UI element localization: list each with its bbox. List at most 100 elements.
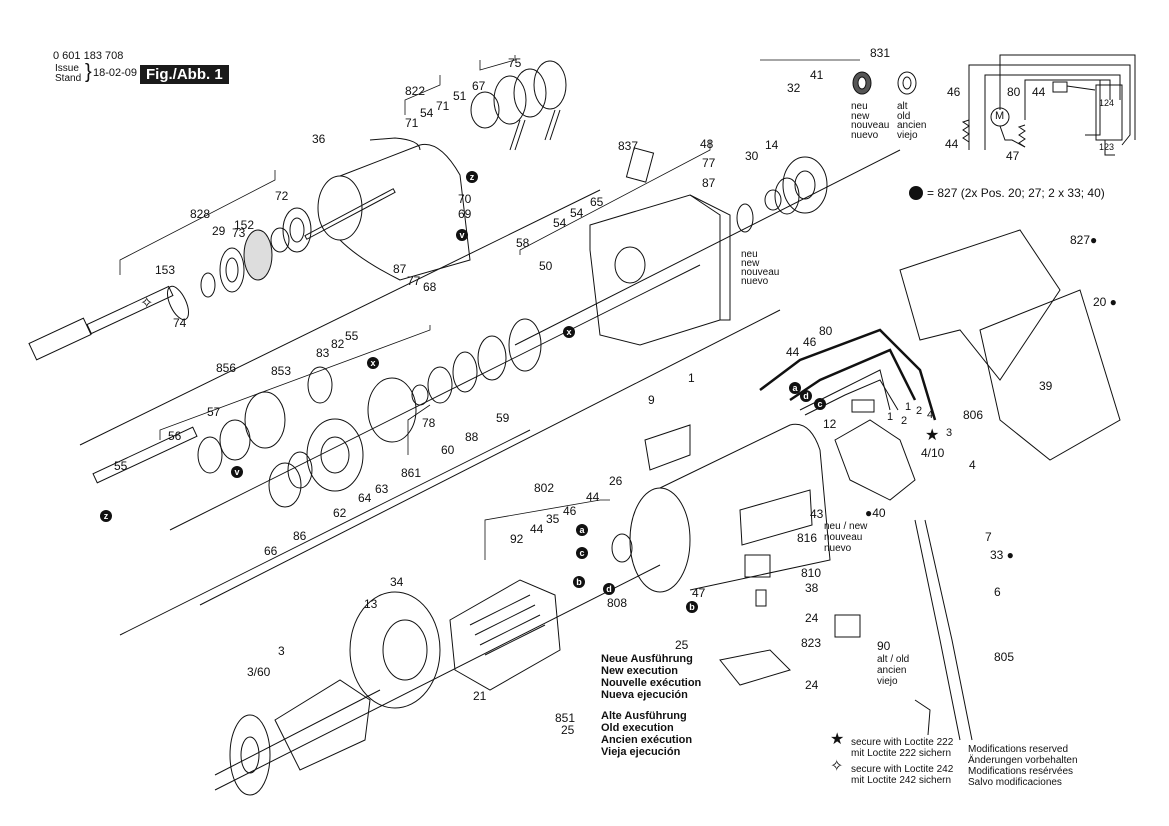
callout-837: 837 — [618, 139, 639, 153]
part-number: 0 601 183 708 — [53, 50, 124, 62]
callout-80: 80 — [819, 324, 833, 338]
loctite-242-note: secure with Loctite 242 mit Loctite 242 … — [851, 764, 954, 786]
marker-b: b — [573, 576, 585, 588]
callout-6: 6 — [994, 585, 1001, 599]
callout-29: 29 — [212, 224, 226, 238]
marker-z: z — [466, 171, 478, 183]
callout-24: 24 — [805, 678, 819, 692]
callout-36: 36 — [312, 132, 326, 146]
spindle-part — [28, 207, 312, 361]
callout-51: 51 — [453, 89, 467, 103]
callout-35: 35 — [546, 512, 560, 526]
housing-new-note: neu new nouveau nuevo — [741, 249, 780, 287]
callout-802: 802 — [534, 481, 555, 495]
callout-831: 831 — [870, 46, 891, 60]
issue-date: 18-02-09 — [93, 67, 138, 79]
boundary-line — [79, 189, 601, 446]
loctite-222-note: secure with Loctite 222 mit Loctite 222 … — [851, 737, 954, 759]
callout-43: 43 — [810, 507, 824, 521]
loctite-242-diamond-icon: ✧ — [830, 758, 844, 775]
seal-new-note: neu new nouveau nuevo — [851, 101, 890, 141]
callout-83: 83 — [316, 346, 330, 360]
handle-part — [899, 229, 1121, 461]
callout-4-10: 4/10 — [921, 446, 945, 460]
issue-label: Issue — [55, 63, 79, 74]
callout-806: 806 — [963, 408, 984, 422]
callout-67: 67 — [472, 79, 486, 93]
callout-71: 71 — [436, 99, 450, 113]
schematic-46: 46 — [947, 85, 961, 99]
motor-housing-837-part — [589, 147, 731, 346]
callout-92: 92 — [510, 532, 524, 546]
callout-64: 64 — [358, 491, 372, 505]
callout-861: 861 — [401, 466, 422, 480]
callout-55: 55 — [345, 329, 359, 343]
armature-part — [214, 679, 381, 796]
callout-66: 66 — [264, 544, 278, 558]
modifications-note: Modifications reserved Änderungen vorbeh… — [968, 744, 1078, 788]
callout-44: 44 — [786, 345, 800, 359]
marker-z: z — [100, 510, 112, 522]
callout-55: 55 — [114, 459, 128, 473]
callout-87: 87 — [393, 262, 407, 276]
callout-46: 46 — [563, 504, 577, 518]
wire-bundle-thin-part — [799, 369, 899, 416]
stator-housing-part — [611, 423, 831, 593]
callout-82: 82 — [331, 337, 345, 351]
callout-24: 24 — [805, 611, 819, 625]
callout-77: 77 — [407, 274, 421, 288]
field-coil-part — [449, 579, 561, 691]
schematic-44: 44 — [945, 137, 959, 151]
callout-68: 68 — [423, 280, 437, 294]
wire-terminal-2: 2 — [916, 405, 923, 417]
marker-c: c — [576, 547, 588, 559]
loctite-222-icon: ★ — [925, 427, 940, 444]
callout-44: 44 — [530, 522, 544, 536]
fan-baffle-part — [349, 591, 441, 709]
callout-72: 72 — [275, 189, 289, 203]
brush-holder-part — [719, 554, 861, 686]
wire-terminal-3: 3 — [946, 427, 953, 439]
callout-3-60: 3/60 — [247, 665, 271, 679]
callout-851: 851 — [555, 711, 576, 725]
callout-856: 856 — [216, 361, 237, 375]
callout-7: 7 — [985, 530, 992, 544]
callout-90: 90 — [877, 639, 891, 653]
issue-brace: } — [85, 61, 92, 83]
callout-33: 33 ● — [990, 548, 1014, 562]
callout-810: 810 — [801, 566, 822, 580]
callout-816: 816 — [797, 531, 818, 545]
callout-808: 808 — [607, 596, 628, 610]
callout-86: 86 — [293, 529, 307, 543]
callout-73: 73 — [232, 226, 246, 240]
marker-b: b — [686, 601, 698, 613]
seal-icons — [852, 71, 917, 95]
callout-46: 46 — [803, 335, 817, 349]
callout-805: 805 — [994, 650, 1015, 664]
callout-153: 153 — [155, 263, 176, 277]
callout-54: 54 — [420, 106, 434, 120]
callout-60: 60 — [441, 443, 455, 457]
callout-leaders — [119, 55, 860, 560]
wire-terminal-1: 1 — [905, 401, 912, 413]
callout-828: 828 — [190, 207, 211, 221]
callout-25: 25 — [561, 723, 575, 737]
callout-87: 87 — [702, 176, 716, 190]
figure-label: Fig./Abb. 1 — [140, 65, 229, 84]
callout-71: 71 — [405, 116, 419, 130]
loctite-222-star-icon: ★ — [830, 731, 845, 748]
callout-39: 39 — [1039, 379, 1053, 393]
label-new-note: neu / new nouveau nuevo — [824, 521, 868, 554]
callout-57: 57 — [207, 405, 221, 419]
loctite-242-icon: ✧ — [140, 295, 154, 312]
callout-827: 827● — [1070, 233, 1098, 247]
callout-41: 41 — [810, 68, 824, 82]
wire-terminal-1: 1 — [887, 411, 894, 423]
callout-9: 9 — [648, 393, 655, 407]
schematic-80: 80 — [1007, 85, 1021, 99]
callout-40: ●40 — [865, 506, 886, 520]
old-execution-note: Alte Ausführung Old execution Ancien exé… — [601, 710, 693, 758]
marker-x: x — [367, 357, 379, 369]
callout-12: 12 — [823, 417, 837, 431]
marker-x: x — [563, 326, 575, 338]
